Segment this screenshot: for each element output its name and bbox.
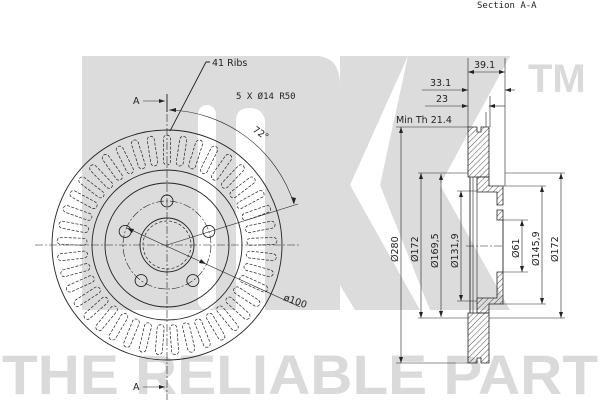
front-view: A A 41 Ribs 5 X Ø14 R50 72° ø100: [35, 58, 308, 400]
section-marker-top: A: [133, 96, 140, 107]
rib: [211, 154, 233, 181]
dim-overall-height: 39.1: [474, 60, 495, 71]
angle-ray: [166, 203, 299, 246]
rib: [241, 205, 272, 221]
rib: [188, 139, 203, 170]
rib: [58, 220, 89, 233]
logo-slot: [198, 105, 216, 310]
rib: [169, 324, 180, 356]
rib: [131, 139, 146, 170]
dim-outer-diameter: Ø280: [390, 236, 401, 262]
slogan-watermark: THE RELIABLE PART: [2, 343, 598, 400]
bolt-pattern-label: 5 X Ø14 R50: [236, 91, 296, 102]
logo-letter-k: [340, 56, 420, 310]
rib: [175, 135, 188, 167]
dim-hat-depth: 33.1: [430, 78, 451, 89]
dim-172-right: Ø172: [550, 236, 561, 262]
rib: [62, 205, 93, 221]
dim-172-left: Ø172: [410, 236, 421, 262]
rib: [154, 324, 165, 356]
rib: [89, 164, 113, 189]
nk-logo-watermark: TM: [82, 56, 586, 310]
bolt-hole: [186, 274, 200, 288]
ribs-leader: [169, 61, 210, 132]
dim-131-9: Ø131,9: [450, 233, 461, 268]
hat-wall-top: [476, 176, 504, 206]
rib: [123, 318, 140, 348]
rib: [233, 286, 261, 307]
dim-169-5: Ø169,5: [430, 233, 441, 268]
rib: [83, 296, 109, 320]
rib: [205, 312, 226, 341]
rib: [60, 263, 91, 278]
rib: [221, 164, 245, 189]
section-title: Section A-A: [477, 1, 537, 11]
rib: [246, 250, 277, 262]
dim-145-9: Ø145,9: [531, 231, 542, 266]
rib: [194, 318, 211, 348]
braking-ring-top: [467, 126, 490, 178]
dim-min-thickness: Min Th 21.4: [396, 115, 452, 126]
dim-center-bore: Ø61: [511, 238, 522, 258]
rib: [236, 190, 265, 209]
rib: [78, 176, 105, 199]
bolt-hole: [202, 224, 216, 238]
cooling-ribs: [56, 134, 278, 356]
dim-thickness: 23: [436, 94, 448, 105]
rib: [245, 220, 276, 233]
rib: [95, 305, 118, 332]
rib: [229, 176, 256, 199]
pcd-dimension-line: [126, 227, 301, 308]
logo-trademark: TM: [528, 57, 586, 101]
rib: [56, 237, 88, 246]
rib: [182, 322, 196, 353]
rib: [239, 275, 269, 293]
rib: [65, 275, 95, 293]
rib: [69, 190, 98, 209]
hat-wall-bottom: [476, 271, 504, 314]
rib: [200, 145, 219, 175]
section-marker-bottom: A: [133, 382, 140, 393]
angle-arc: [168, 109, 295, 205]
logo-k-arm: [380, 56, 510, 310]
rib: [108, 312, 129, 341]
rib: [246, 237, 278, 246]
ribs-label: 41 Ribs: [212, 58, 247, 69]
rib: [138, 322, 152, 353]
bolt-hole: [134, 274, 148, 288]
rib: [146, 135, 159, 167]
rib: [115, 145, 134, 175]
rib: [101, 154, 123, 181]
section-view: 39.1 33.1 23 Min Th 21.4 Ø280 Ø172 Ø169,…: [390, 58, 565, 364]
braking-ring-bottom: [467, 312, 490, 364]
